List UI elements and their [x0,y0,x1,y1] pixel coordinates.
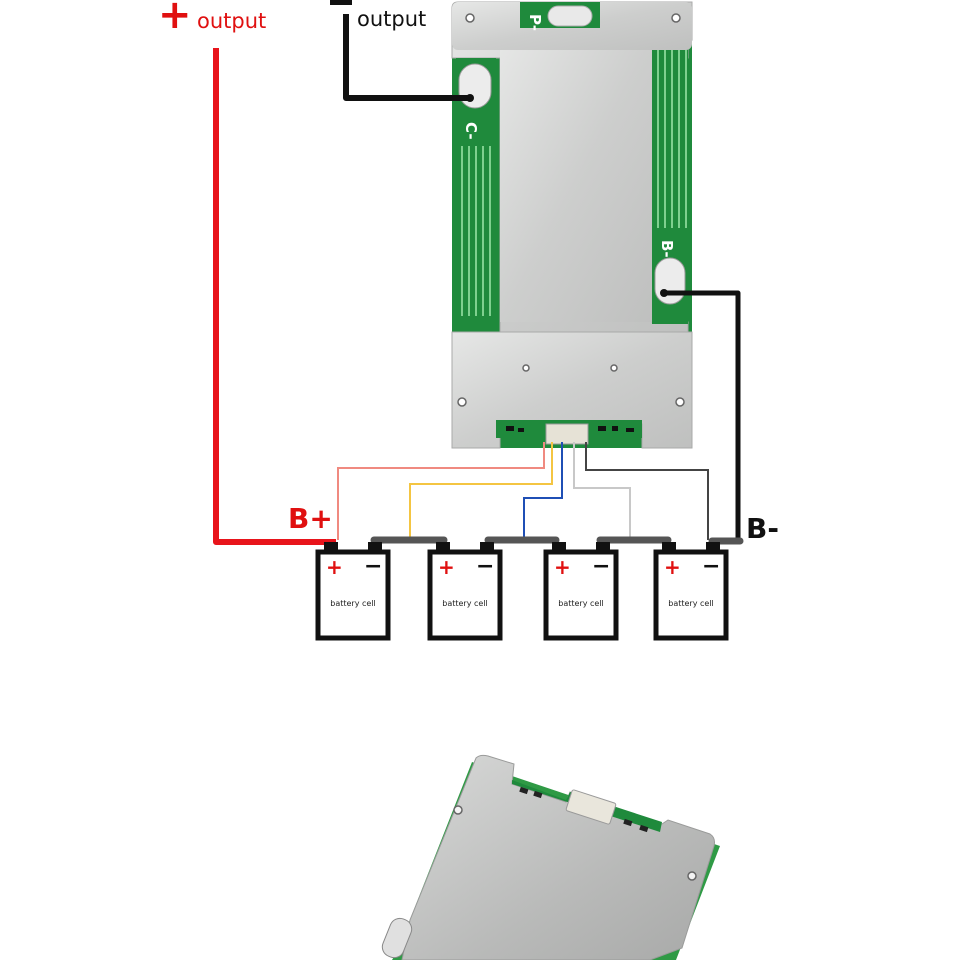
cell-body [543,549,619,641]
b-plus-label: B+ [288,502,333,535]
cell-label: battery cell [668,599,714,608]
p-minus-label: P- [526,14,544,31]
cell-plus-sign: + [438,555,455,579]
positive-output-label: output [197,9,267,33]
battery-cell: +− battery cell [315,542,391,641]
negative-symbol [330,0,352,5]
board-photo-pad [381,917,413,959]
balance-wire-1 [337,442,545,540]
cell-label: battery cell [442,599,488,608]
cell-minus-sign: − [364,554,382,579]
c-minus-solder-point [466,94,474,102]
smd-components [506,426,634,432]
cell-body [315,549,391,641]
positive-symbol: + [158,0,192,38]
b-minus-board-label: B- [658,240,676,258]
screw-holes [457,13,685,407]
negative-output-label: output [357,7,427,31]
cell-plus-sign: + [326,555,343,579]
board-photo-components [519,786,649,833]
cell-body [427,549,503,641]
battery-cell: +− battery cell [427,542,503,641]
c-minus-pad [458,63,492,109]
pcb-traces-right [657,50,687,228]
balance-wire-3 [523,442,563,540]
cell-plus-sign: + [554,555,571,579]
cell-minus-sign: − [702,554,720,579]
c-minus-label: C- [462,122,480,140]
cell-links [370,536,744,545]
p-minus-pad [547,5,593,27]
balance-connector [545,423,589,445]
board-photo [381,754,720,960]
heat-shield-body [500,40,652,322]
cell-minus-sign: − [476,554,494,579]
balance-wire-2 [409,442,553,540]
negative-output-wire [343,14,470,101]
battery-cell: +− battery cell [653,542,729,641]
cell-minus-sign: − [592,554,610,579]
board-photo-shield [401,754,715,960]
b-minus-solder-point [660,289,668,297]
board-photo-screws [453,805,697,881]
cell-plus-sign: + [664,555,681,579]
cell-label: battery cell [558,599,604,608]
balance-wire-5 [585,442,709,540]
balance-wire-4 [573,442,631,540]
battery-pack: +−battery cell+−battery cell+−battery ce… [315,542,729,641]
cell-label: battery cell [330,599,376,608]
pcb-traces-left [461,146,491,316]
board-photo-connector [565,789,617,825]
b-minus-label: B- [746,512,779,545]
cell-body [653,549,729,641]
bms-board: P- C- B- [451,1,693,449]
positive-output-wire [213,48,336,545]
b-minus-pad [654,257,686,305]
battery-cell: +− battery cell [543,542,619,641]
